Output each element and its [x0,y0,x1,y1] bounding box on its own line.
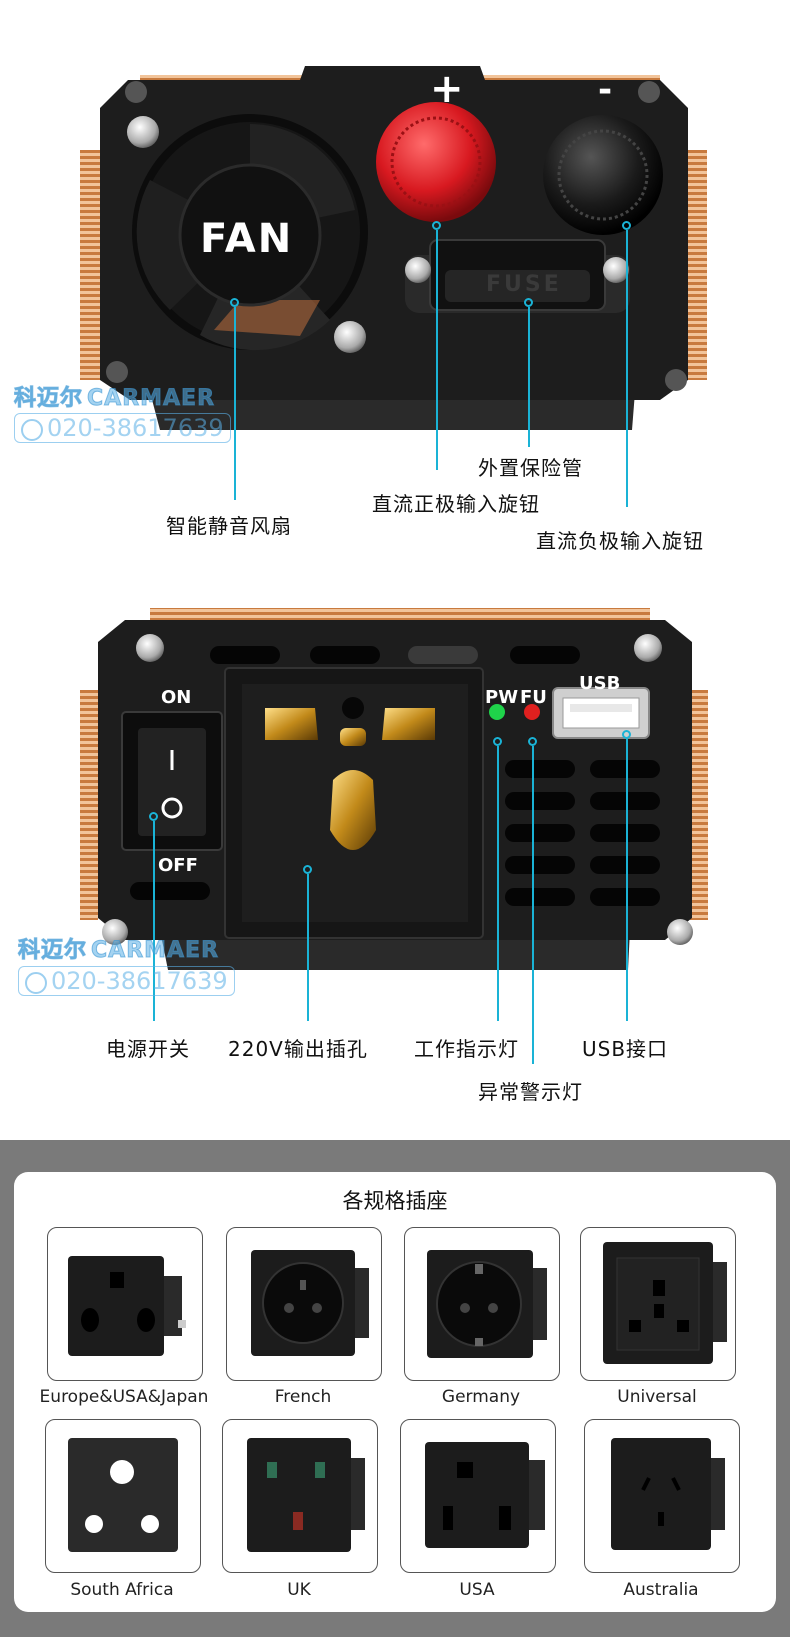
phone-icon [21,419,43,441]
plus-sign: + [430,66,464,112]
watermark-phone: 020-38617639 [47,414,224,442]
socket-south-africa-image [68,1438,178,1552]
socket-card-germany [404,1227,560,1381]
outlet-leader [307,874,309,1021]
switch-off-label: OFF [158,855,198,876]
fuse-leader [528,307,530,447]
fuse-callout: 外置保险管 [478,456,583,480]
positive-knob-leader [436,230,438,470]
outlet-callout: 220V输出插孔 [228,1037,368,1061]
socket-label-uk: UK [287,1580,311,1600]
sockets-panel-title: 各规格插座 [342,1189,448,1213]
fault-indicator-marker [528,737,537,746]
watermark-brand-cn-2: 科迈尔 [17,938,88,964]
socket-australia-image [611,1438,725,1550]
socket-french-image [251,1250,369,1356]
socket-label-south-africa: South Africa [70,1580,174,1600]
socket-card-usa [400,1419,556,1573]
switch-on-label: ON [161,687,192,708]
fan-leader [234,307,236,500]
socket-usa-image [425,1442,545,1548]
watermark-phone-2: 020-38617639 [51,967,228,995]
socket-card-uk [222,1419,378,1573]
watermark-brand-en: CARMAER [87,386,216,412]
socket-card-australia [584,1419,740,1573]
negative-knob-leader [626,230,628,507]
socket-card-europe-usa-japan [47,1227,203,1381]
socket-label-usa: USA [459,1580,495,1600]
socket-universal-image [603,1242,727,1364]
watermark-phone-box: 020-38617639 [14,413,231,443]
fan-label: FAN [200,216,294,262]
watermark-phone-box-2: 020-38617639 [18,966,235,996]
socket-label-french: French [274,1387,332,1407]
negative-knob-callout: 直流负极输入旋钮 [536,529,704,553]
outlet-marker [303,865,312,874]
fu-label: FU [520,687,547,708]
usb-label: USB [579,673,621,694]
fan-callout: 智能静音风扇 [166,514,292,538]
socket-card-south-africa [45,1419,201,1573]
power-switch-callout: 电源开关 [106,1037,190,1061]
work-indicator-callout: 工作指示灯 [414,1037,519,1061]
socket-europe-usa-japan-image [68,1256,186,1356]
positive-knob-callout: 直流正极输入旋钮 [372,492,540,516]
positive-knob-marker [432,221,441,230]
socket-card-french [226,1227,382,1381]
socket-label-germany: Germany [441,1387,521,1407]
socket-card-universal [580,1227,736,1381]
socket-label-europe-usa-japan: Europe&USA&Japan [39,1387,209,1407]
usb-port-marker [622,730,631,739]
work-indicator-leader [497,746,499,1021]
fan-marker [230,298,239,307]
usb-port-callout: USB接口 [582,1037,669,1061]
fault-indicator-callout: 异常警示灯 [478,1080,583,1104]
watermark-brand-cn: 科迈尔 [13,386,84,412]
rear-view-photo [80,608,708,970]
watermark-brand-en-2: CARMAER [91,938,220,964]
minus-sign: - [598,70,613,110]
socket-label-australia: Australia [623,1580,699,1600]
power-switch-leader [153,821,155,1021]
front-view-photo [80,66,707,430]
fuse-marker [524,298,533,307]
fuse-label: FUSE [486,272,562,297]
socket-germany-image [427,1250,547,1358]
usb-port-leader [626,739,628,1021]
fault-indicator-leader [532,746,534,1064]
work-indicator-marker [493,737,502,746]
pw-label: PW [485,687,519,708]
power-switch-marker [149,812,158,821]
socket-label-universal: Universal [617,1387,697,1407]
socket-uk-image [247,1438,365,1552]
negative-knob-marker [622,221,631,230]
phone-icon-2 [25,972,47,994]
